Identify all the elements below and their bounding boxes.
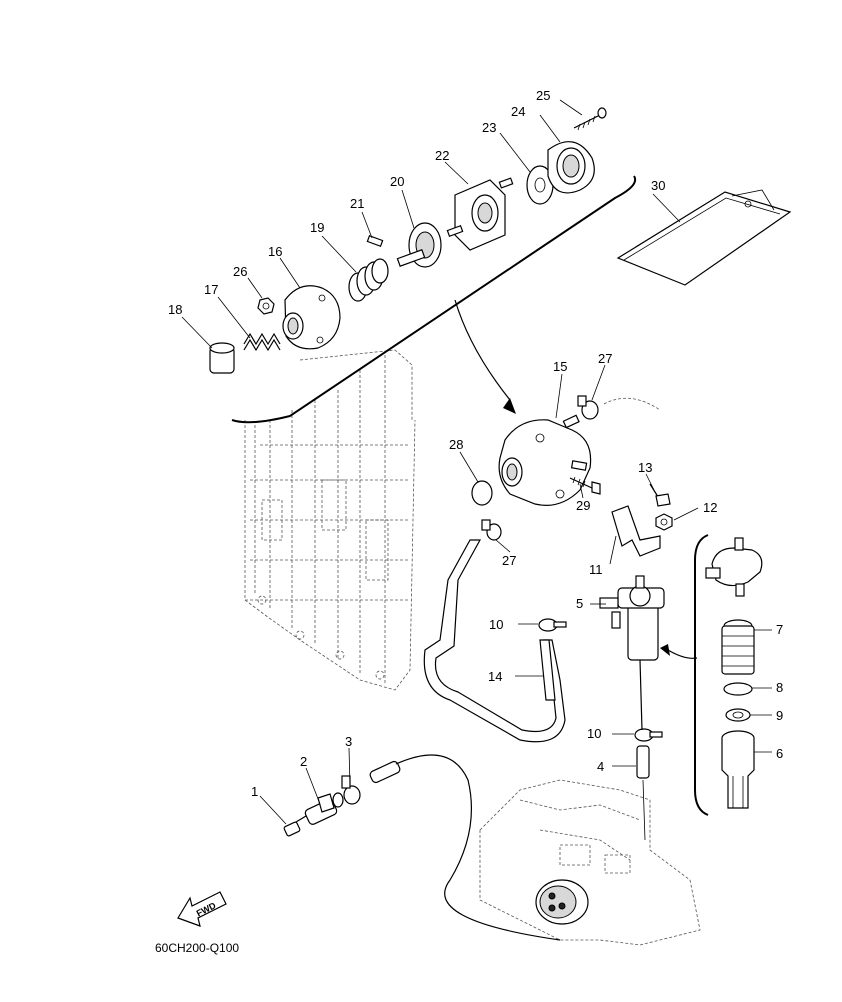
fwd-arrow-icon: FWD xyxy=(177,891,227,927)
part-1-fitting xyxy=(283,815,307,837)
part-16-pump-cover xyxy=(282,285,341,350)
callout-23: 23 xyxy=(482,120,496,135)
callout-24: 24 xyxy=(511,104,525,119)
callout-6: 6 xyxy=(776,746,783,761)
part-21-pin xyxy=(366,235,384,247)
callout-labels: 25 24 23 22 20 21 19 16 26 17 18 30 15 2… xyxy=(168,88,783,799)
part-20-diaphragm xyxy=(396,222,442,268)
assembly-arrow xyxy=(454,299,516,414)
center-hose xyxy=(539,639,556,701)
callout-2: 2 xyxy=(300,754,307,769)
callout-19: 19 xyxy=(310,220,324,235)
callout-10-upper: 10 xyxy=(489,617,503,632)
part-13-bolt xyxy=(649,483,671,507)
callout-16: 16 xyxy=(268,244,282,259)
part-25-screw xyxy=(573,107,607,131)
part-5-fuel-filter xyxy=(599,575,665,661)
part-23-gasket-disk xyxy=(526,165,554,205)
callout-29: 29 xyxy=(576,498,590,513)
fuel-connector-fitting xyxy=(535,879,589,925)
callout-4: 4 xyxy=(597,759,604,774)
callout-14: 14 xyxy=(488,669,502,684)
callout-15: 15 xyxy=(553,359,567,374)
part-26-nut xyxy=(257,297,275,315)
callout-13: 13 xyxy=(638,460,652,475)
part-7-filter-element xyxy=(721,619,755,675)
part-11-bracket xyxy=(611,505,661,557)
callout-10-lower: 10 xyxy=(587,726,601,741)
callout-11: 11 xyxy=(589,562,603,577)
callout-5: 5 xyxy=(576,596,583,611)
part-28-o-ring xyxy=(471,480,493,506)
part-27-clip-lower xyxy=(481,519,502,541)
part-17-spring xyxy=(243,332,281,352)
part-2-connector xyxy=(304,792,344,825)
exploded-group-bracket xyxy=(231,175,637,424)
callout-20: 20 xyxy=(390,174,404,189)
part-12-nut xyxy=(655,513,673,531)
callout-27-upper: 27 xyxy=(598,351,612,366)
part-9-nut-ring xyxy=(725,708,751,722)
part-10-clip-upper xyxy=(538,618,567,632)
callout-12: 12 xyxy=(703,500,717,515)
callout-1: 1 xyxy=(251,784,258,799)
callout-22: 22 xyxy=(435,148,449,163)
part-27-clip-upper xyxy=(577,395,599,420)
part-24-cover xyxy=(547,141,595,194)
leader-lines xyxy=(181,99,772,825)
callout-8: 8 xyxy=(776,680,783,695)
callout-7: 7 xyxy=(776,622,783,637)
callout-27-lower: 27 xyxy=(502,553,516,568)
part-18-cap xyxy=(209,342,235,374)
callout-28: 28 xyxy=(449,437,463,452)
callout-9: 9 xyxy=(776,708,783,723)
part-8-o-ring xyxy=(723,682,753,696)
part-22-pump-body xyxy=(446,177,514,251)
fuel-filter-group-bracket xyxy=(694,534,709,816)
filter-head-assembly xyxy=(705,537,763,597)
callout-17: 17 xyxy=(204,282,218,297)
filter-group-arrow xyxy=(660,644,698,659)
part-29-bolt xyxy=(569,476,601,495)
callout-18: 18 xyxy=(168,302,182,317)
callout-25: 25 xyxy=(536,88,550,103)
part-19-spring xyxy=(348,258,389,302)
callout-21: 21 xyxy=(350,196,364,211)
diagram-code: 60CH200-Q100 xyxy=(155,941,239,955)
part-10-clip-lower xyxy=(634,728,663,742)
callout-30: 30 xyxy=(651,178,665,193)
part-6-filter-cup xyxy=(721,730,755,809)
part-15-fuel-pump xyxy=(498,414,592,506)
engine-block-outline xyxy=(244,349,416,691)
part-4-hose xyxy=(636,659,650,841)
part-3-clip xyxy=(341,775,361,805)
lower-engine-outline xyxy=(479,779,701,946)
part-30-bag xyxy=(616,189,792,286)
callout-3: 3 xyxy=(345,734,352,749)
callout-26: 26 xyxy=(233,264,247,279)
fuel-line xyxy=(369,754,561,941)
fuel-line-dashed xyxy=(603,397,661,411)
